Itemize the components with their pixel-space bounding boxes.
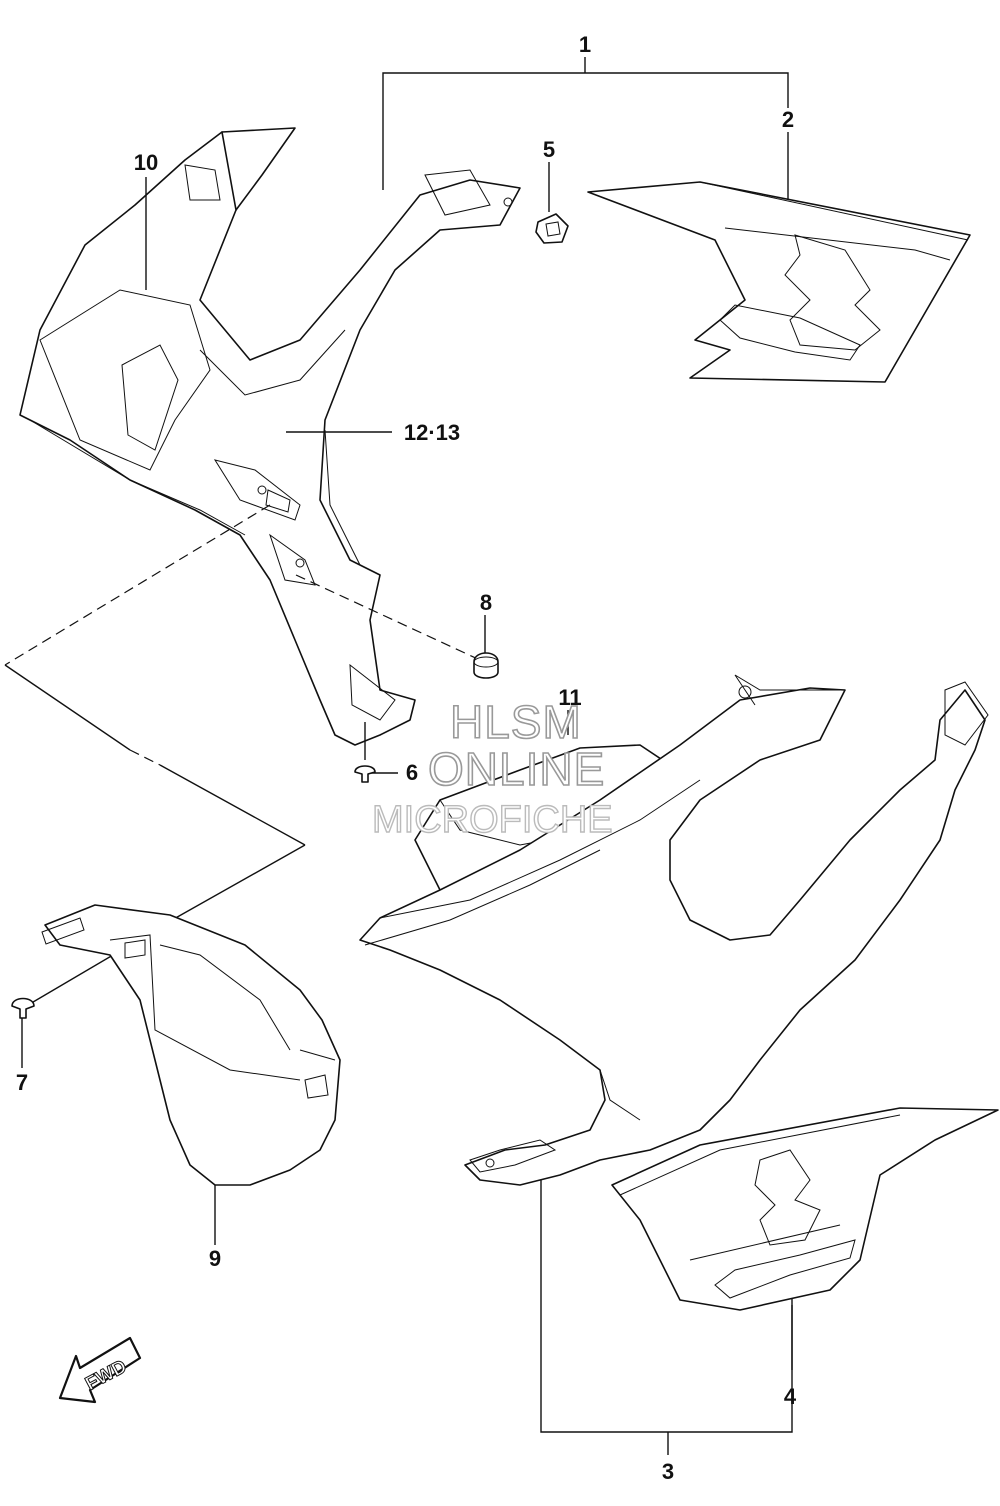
callout-8: 8 — [480, 590, 492, 615]
leader-lines — [4, 162, 793, 1455]
grommet-part-5 — [535, 213, 569, 244]
callout-12-13: 12·13 — [404, 420, 460, 445]
callout-7: 7 — [16, 1070, 28, 1095]
callout-2: 2 — [782, 107, 794, 132]
under-cowl-part-9 — [41, 904, 341, 1186]
bracket-part-1 — [382, 57, 789, 210]
watermark: HLSM ONLINE MICROFICHE — [371, 695, 613, 842]
side-cowl-part-3 — [359, 674, 989, 1186]
callout-5: 5 — [543, 137, 555, 162]
grommet-part-8 — [473, 652, 499, 679]
callout-11: 11 — [558, 685, 581, 710]
watermark-line-2: ONLINE — [428, 743, 605, 795]
rivet-part-6 — [354, 765, 376, 783]
upper-cowling-12-13 — [19, 127, 521, 746]
watermark-line-3: MICROFICHE — [372, 799, 613, 841]
callout-9: 9 — [209, 1246, 221, 1271]
callout-labels: 1 2 3 4 5 6 7 8 9 10 11 12·13 — [16, 32, 797, 1484]
callout-10: 10 — [134, 150, 158, 175]
callout-1: 1 — [579, 32, 591, 57]
fwd-arrow-icon: FWD — [58, 1336, 142, 1404]
decal-part-4 — [611, 1107, 999, 1311]
rivet-part-7 — [11, 997, 35, 1019]
decal-part-2 — [587, 181, 971, 383]
callout-6: 6 — [406, 760, 418, 785]
callout-4: 4 — [784, 1384, 797, 1409]
callout-3: 3 — [662, 1459, 674, 1484]
watermark-line-1: HLSM — [450, 696, 582, 748]
